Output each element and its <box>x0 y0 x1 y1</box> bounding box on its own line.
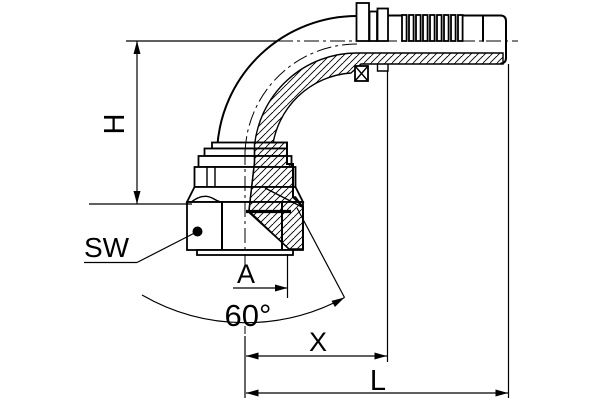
nipple-end-cap <box>500 14 507 65</box>
o-ring-section <box>354 65 369 82</box>
cone-angle-label: 60° <box>225 298 272 333</box>
cone-inner-edge <box>248 148 256 211</box>
dimension-x: X <box>244 71 389 398</box>
l-arrow-left <box>246 389 259 397</box>
l-arrow-right <box>495 389 508 397</box>
bend-outer-arc <box>216 15 358 149</box>
a-arrow-right <box>275 284 288 292</box>
nipple-ridge-small <box>368 10 378 42</box>
h-arrow-down <box>133 191 141 204</box>
nose-flare <box>264 187 303 208</box>
centerlines <box>244 40 518 334</box>
hose-barb-serrations <box>401 14 464 42</box>
sw-leader-line <box>136 230 198 264</box>
l-label: L <box>370 365 386 397</box>
x-label: X <box>309 327 327 357</box>
cone-angle-arc <box>141 294 345 324</box>
cone-angle-dimension: 60° <box>141 207 346 333</box>
section-right-outline <box>286 141 304 250</box>
sw-label: SW <box>84 232 130 263</box>
h-label: H <box>99 114 131 135</box>
dimension-a: A <box>233 254 289 298</box>
h-arrow-up <box>133 41 141 54</box>
nut-flat-lines <box>221 201 283 251</box>
dimension-h: H <box>89 40 278 205</box>
elbow-bend <box>216 15 504 149</box>
cone-flank-line <box>296 207 346 298</box>
section-wall-band <box>253 52 504 149</box>
nipple-notch <box>376 64 389 72</box>
dimension-sw: SW <box>84 230 198 264</box>
nipple-ridge <box>376 7 389 42</box>
dimension-l: L <box>246 64 510 398</box>
hose-stop-flange <box>355 2 370 42</box>
hose-nipple <box>354 2 507 82</box>
collar-lines <box>206 167 216 187</box>
x-arrow-left <box>246 352 259 360</box>
bend-centerline-arc <box>244 43 358 157</box>
a-label: A <box>237 259 255 289</box>
cone-angle-arrowhead <box>331 297 345 308</box>
x-arrow-right <box>374 352 387 360</box>
